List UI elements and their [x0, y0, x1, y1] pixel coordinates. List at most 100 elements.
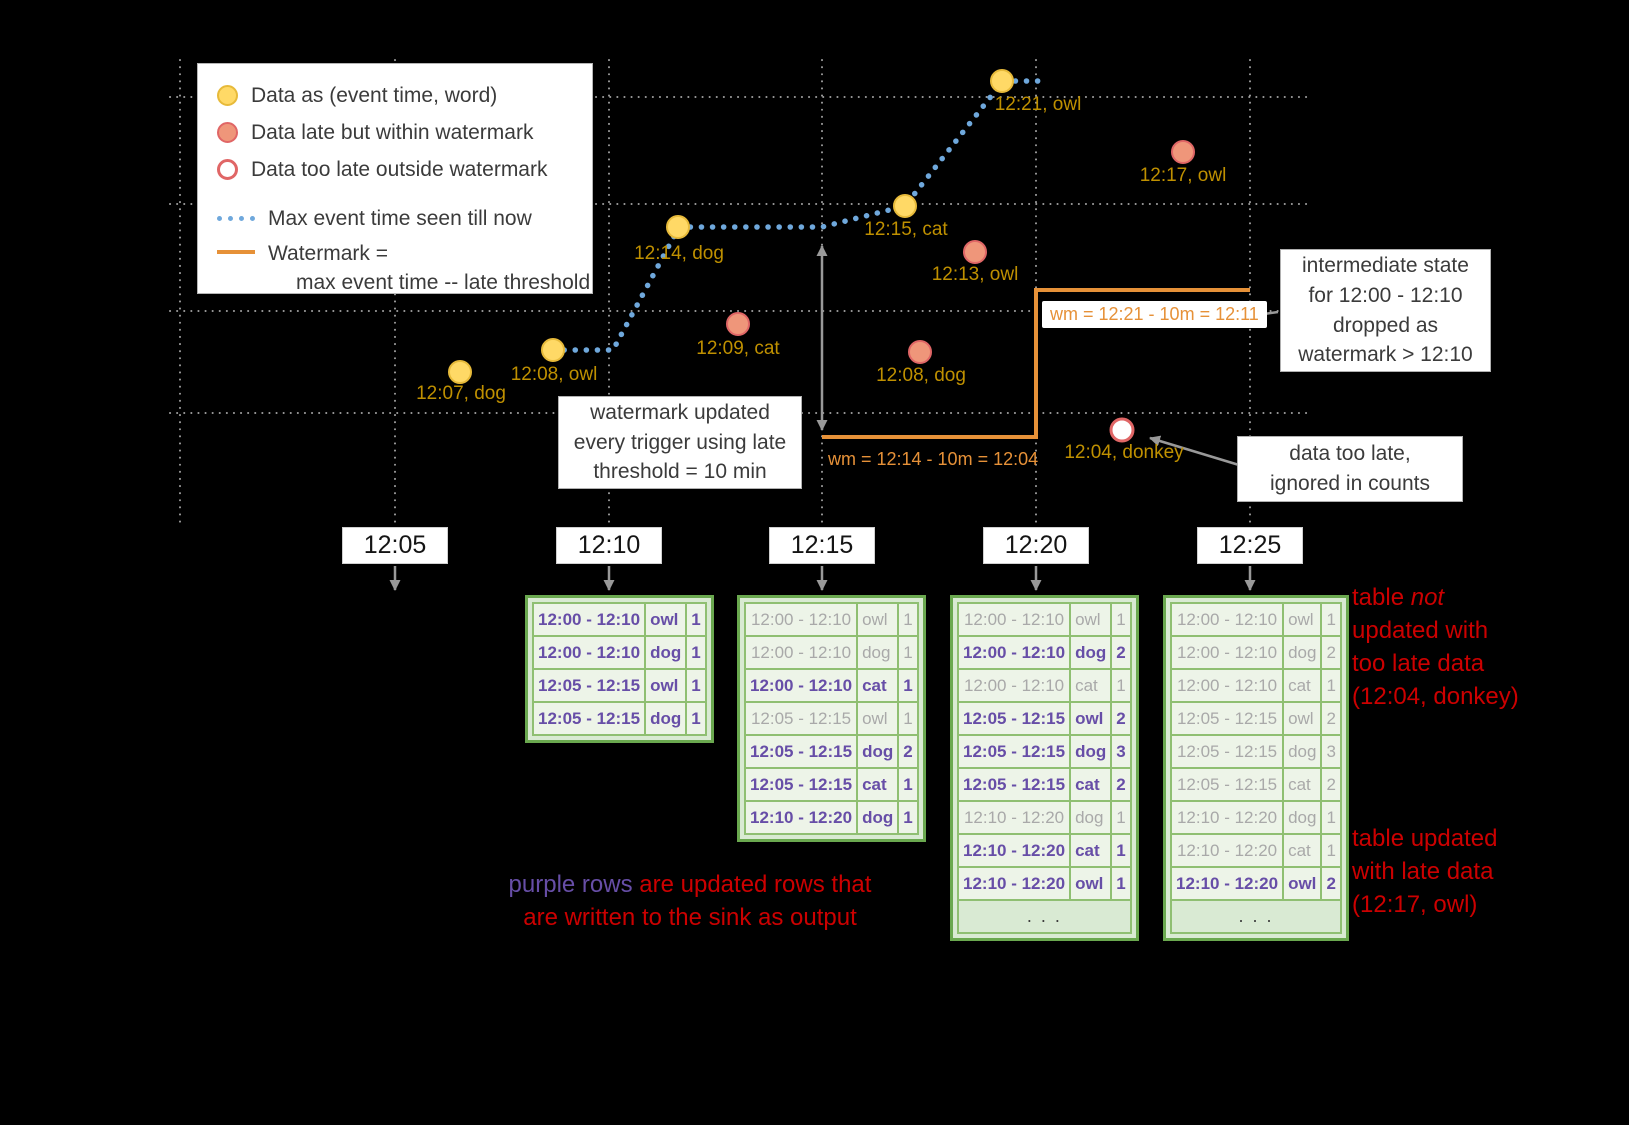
- cell-count: 1: [1110, 833, 1132, 868]
- cell-count: 1: [1320, 602, 1342, 637]
- cell-word: cat: [856, 668, 900, 703]
- cell-window: 12:00 - 12:10: [743, 602, 859, 637]
- cell-window: 12:10 - 12:20: [956, 866, 1072, 901]
- cell-window: 12:05 - 12:15: [956, 701, 1072, 736]
- cell-window: 12:05 - 12:15: [1169, 767, 1285, 802]
- trigger-time-12:20: 12:20: [983, 527, 1089, 564]
- cell-window: 12:05 - 12:15: [956, 767, 1072, 802]
- legend-label: Watermark =: [268, 242, 388, 265]
- cell-word: dog: [856, 635, 900, 670]
- cell-count: 1: [1110, 800, 1132, 835]
- note-purple-rows: purple rows are updated rows that are wr…: [475, 868, 905, 934]
- data-point-label: 12:21, owl: [995, 94, 1082, 115]
- cell-word: owl: [1282, 701, 1323, 736]
- legend-item-late: Data late but within watermark: [217, 114, 592, 151]
- cell-count: 2: [1320, 767, 1342, 802]
- cell-word: dog: [1282, 635, 1323, 670]
- cell-count: 3: [1320, 734, 1342, 769]
- cell-window: 12:05 - 12:15: [1169, 734, 1285, 769]
- cell-count: 1: [685, 635, 707, 670]
- cell-count: 1: [897, 701, 919, 736]
- cell-count: 1: [1110, 668, 1132, 703]
- data-point-12-07-dog: [448, 360, 472, 384]
- legend-label: Data late but within watermark: [251, 120, 534, 144]
- watermark-value-label-1204: wm = 12:14 - 10m = 12:04: [828, 449, 1039, 469]
- data-point-12-09-cat: [726, 312, 750, 336]
- legend: Data as (event time, word) Data late but…: [197, 63, 593, 294]
- cell-word: owl: [1282, 602, 1323, 637]
- cell-count: 1: [685, 668, 707, 703]
- cell-word: dog: [856, 800, 900, 835]
- cell-word: owl: [644, 668, 688, 703]
- cell-word: owl: [1069, 701, 1113, 736]
- legend-label-cont: max event time -- late threshold: [296, 271, 591, 294]
- trigger-time-12:05: 12:05: [342, 527, 448, 564]
- note-too-late-rest: updated with too late data (12:04, donke…: [1352, 617, 1519, 711]
- cell-window: 12:10 - 12:20: [1169, 833, 1285, 868]
- cell-window: 12:05 - 12:15: [743, 767, 859, 802]
- note-purple-rows-lead: purple rows: [508, 871, 633, 898]
- cell-word: dog: [1282, 800, 1323, 835]
- note-purple-rows-rest: are updated rows that are written to the…: [523, 871, 872, 932]
- cell-count: 2: [1110, 701, 1132, 736]
- legend-label: Data as (event time, word): [251, 83, 498, 107]
- cell-word: cat: [1282, 668, 1323, 703]
- data-point-label: 12:09, cat: [696, 338, 780, 359]
- ontime-dot-icon: [217, 85, 238, 106]
- cell-count: 1: [897, 668, 919, 703]
- cell-word: cat: [1069, 767, 1113, 802]
- watermark-line-icon: [217, 250, 255, 254]
- cell-window: 12:10 - 12:20: [1169, 866, 1285, 901]
- data-point-12-04-donkey: [1109, 417, 1135, 443]
- data-point-label: 12:08, dog: [876, 365, 966, 386]
- cell-count: 1: [897, 767, 919, 802]
- cell-word: cat: [1282, 767, 1323, 802]
- cell-window: 12:10 - 12:20: [743, 800, 859, 835]
- max-event-line-icon: [217, 216, 255, 221]
- cell-window: 12:05 - 12:15: [743, 701, 859, 736]
- cell-window: 12:05 - 12:15: [1169, 701, 1285, 736]
- cell-count: 1: [1320, 800, 1342, 835]
- cell-word: cat: [856, 767, 900, 802]
- cell-window: 12:00 - 12:10: [1169, 602, 1285, 637]
- cell-word: owl: [644, 602, 688, 637]
- cell-count: 1: [1110, 866, 1132, 901]
- cell-count: 2: [1320, 701, 1342, 736]
- data-point-label: 12:17, owl: [1140, 165, 1227, 186]
- cell-word: owl: [1069, 602, 1113, 637]
- cell-count: 3: [1110, 734, 1132, 769]
- too-late-dot-icon: [217, 159, 238, 180]
- cell-window: 12:10 - 12:20: [956, 833, 1072, 868]
- cell-window: 12:10 - 12:20: [1169, 800, 1285, 835]
- cell-count: 1: [1320, 833, 1342, 868]
- cell-window: 12:00 - 12:10: [743, 668, 859, 703]
- data-point-12-14-dog: [666, 215, 690, 239]
- trigger-time-12:15: 12:15: [769, 527, 875, 564]
- callout-intermediate-state: intermediate state for 12:00 - 12:10 dro…: [1280, 249, 1491, 372]
- data-point-label: 12:15, cat: [864, 219, 948, 240]
- callout-data-too-late: data too late, ignored in counts: [1237, 436, 1463, 502]
- cell-count: 1: [1320, 668, 1342, 703]
- cell-window: 12:00 - 12:10: [956, 635, 1072, 670]
- legend-item-ontime: Data as (event time, word): [217, 77, 592, 114]
